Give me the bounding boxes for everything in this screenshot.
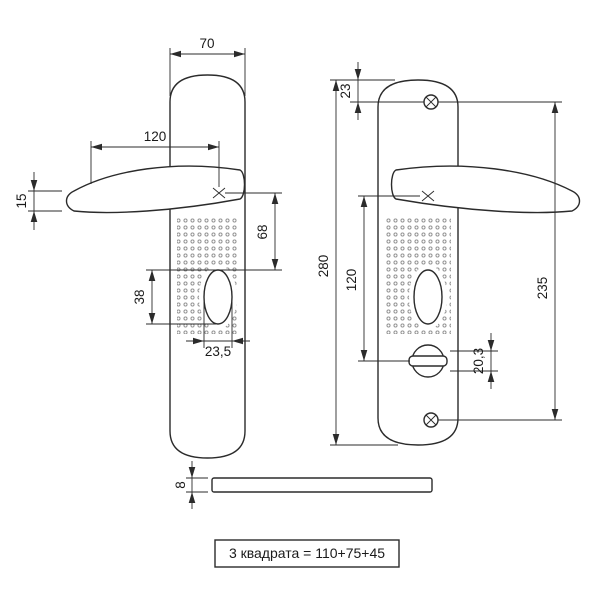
screw-top-cross [425, 96, 437, 108]
dim-handle-to-keyhole-label: 68 [255, 224, 270, 239]
lever-handle-right [390, 165, 581, 214]
dim-plate-thickness: 8 [173, 461, 208, 509]
note-box-frame [214, 539, 400, 568]
handle-pivot-mark [212, 187, 226, 199]
keyhole-cutout-right [413, 269, 443, 325]
dim-thumbturn-size: 20,3 [450, 333, 498, 389]
note-box: 3 квадрата = 110+75+45 [214, 539, 400, 568]
dim-handle-to-keyhole: 68 [220, 192, 282, 271]
thumbturn-slot [408, 355, 448, 367]
front-view-right: 23 280 120 235 20,3 [316, 62, 581, 446]
lever-handle [65, 165, 246, 214]
note-text: 3 квадрата = 110+75+45 [229, 545, 385, 561]
plate-side-profile [211, 477, 433, 493]
dim-screw-spacing: 235 [438, 101, 562, 421]
front-view-left: 70 120 15 68 38 [14, 36, 282, 459]
dim-thumbturn-size-label: 20,3 [471, 348, 486, 374]
dim-keyhole-width: 23,5 [186, 302, 250, 359]
dim-plate-width-label: 70 [199, 36, 214, 51]
dim-plate-height-label: 280 [316, 255, 331, 278]
dim-keyhole-width-label: 23,5 [205, 344, 231, 359]
handle-pivot-mark-right [421, 190, 435, 202]
dim-handle-to-thumbturn-label: 120 [344, 269, 359, 292]
side-view: 8 [173, 461, 433, 509]
dim-top-screw-offset: 23 [338, 62, 424, 120]
dim-handle-length: 120 [90, 129, 220, 187]
dim-keyhole-height-label: 38 [132, 289, 147, 304]
dim-plate-thickness-label: 8 [173, 481, 188, 489]
dim-plate-height: 280 [316, 79, 398, 446]
dim-handle-thickness: 15 [14, 172, 62, 230]
dim-handle-to-thumbturn: 120 [344, 195, 420, 362]
dim-handle-thickness-label: 15 [14, 193, 29, 208]
screw-bottom-cross [425, 414, 437, 426]
dim-top-screw-offset-label: 23 [338, 83, 353, 98]
dim-screw-spacing-label: 235 [535, 277, 550, 300]
keyhole-cutout [203, 269, 233, 325]
dim-plate-width: 70 [169, 36, 246, 96]
dim-handle-length-label: 120 [144, 129, 167, 144]
